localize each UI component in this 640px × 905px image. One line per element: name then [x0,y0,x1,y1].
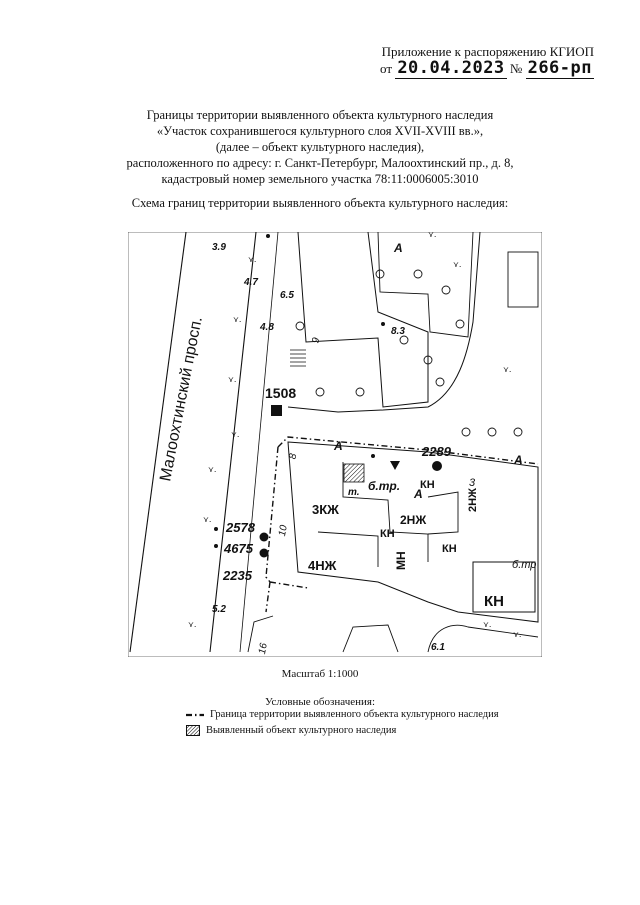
well-symbol [259,548,269,558]
label-a-4: А [413,487,423,501]
building-2nzh: 2НЖ [400,513,426,527]
building-kn-1: КН [420,479,435,491]
svg-text:⋎.: ⋎. [453,260,461,269]
elev-8-3: 8.3 [391,326,405,337]
label-2289: 2289 [421,444,452,459]
elev-4-8: 4.8 [259,322,274,333]
elev-3-9: 3.9 [212,242,226,253]
survey-point [214,527,218,531]
trees [295,269,523,437]
building-upper-left [297,232,429,408]
house-number-3: 3 [469,477,476,489]
building-4nzh: 4НЖ [308,558,337,573]
label-2235: 2235 [222,568,253,583]
grass-marks: ⋎. ⋎. ⋎. ⋎. ⋎. ⋎. ⋎. ⋎. ⋎. ⋎. ⋎. ⋎. [188,232,521,639]
title-line-3: (далее – объект культурного наследия), [215,140,425,154]
decree-date-number: от 20.04.2023 № 266-рп [380,58,594,79]
svg-text:⋎.: ⋎. [483,620,491,629]
svg-text:⋎.: ⋎. [513,630,521,639]
survey-point [371,454,375,458]
site-plan-map: Малоохтинский просп. ⋎.⋎.⋎. ⋎.⋎.⋎. ⋎.⋎.⋎… [128,232,542,657]
label-b-tr: б.тр. [368,479,400,493]
building-3kzh: 3КЖ [312,502,339,517]
elev-4-7: 4.7 [243,277,258,288]
cadastral-marker-1508 [271,405,282,416]
curb-bottom [247,615,539,653]
survey-point [214,544,218,548]
legend-item-object: Выявленный объект культурного наследия [186,725,396,736]
label-1508: 1508 [265,385,296,401]
building-far-right [507,251,539,308]
date-value: 20.04.2023 [395,58,507,79]
number-value: 266-рп [525,58,594,79]
street-edge-left [129,232,187,653]
svg-text:⋎.: ⋎. [228,375,236,384]
cultural-site-boundary [265,436,539,613]
building-mn: МН [394,551,408,570]
building-block-lower [287,441,539,623]
number-prefix: № [509,61,523,76]
triangle-symbol [390,461,400,470]
house-number-16: 16 [257,642,270,655]
svg-text:⋎.: ⋎. [208,465,216,474]
label-t: т. [348,487,360,498]
svg-text:⋎.: ⋎. [248,255,256,264]
building-kn-4: КН [484,593,504,610]
scheme-title: Схема границ территории выявленного объе… [131,196,509,210]
svg-text:⋎.: ⋎. [233,315,241,324]
building-kn-2: КН [380,528,395,540]
house-number-8: 8 [288,452,300,460]
label-a-1: А [393,241,403,255]
survey-point [381,322,385,326]
svg-text:⋎.: ⋎. [203,515,211,524]
title-line-4: расположенного по адресу: г. Санкт-Петер… [126,156,514,170]
svg-text:⋎.: ⋎. [188,620,196,629]
building-upper-right [377,232,474,338]
title-line-5: кадастровый номер земельного участка 78:… [161,172,479,186]
inner-wall-1 [317,462,459,567]
building-kn-3: КН [442,543,457,555]
svg-text:⋎.: ⋎. [231,430,239,439]
house-number-9: 9 [311,336,323,344]
svg-text:⋎.: ⋎. [428,232,436,239]
elev-6-1: 6.1 [431,642,445,653]
hatched-object-icon [186,725,200,736]
well-symbol [432,461,442,471]
stairs [290,349,306,367]
house-number-10: 10 [277,524,290,537]
svg-text:⋎.: ⋎. [503,365,511,374]
elev-5-2: 5.2 [212,604,226,615]
building-kn-right [472,561,536,613]
appendix-header: Приложение к распоряжению КГИОП [381,44,594,59]
building-2nzh-vertical: 2НЖ [467,488,479,512]
cultural-object-hatched [343,463,365,483]
legend-item-boundary: Граница территории выявленного объекта к… [186,709,499,720]
sidewalk-edge [239,232,279,653]
well-symbol [259,532,269,542]
label-2578: 2578 [225,520,256,535]
elev-6-5: 6.5 [280,290,294,301]
title-line-1: Границы территории выявленного объекта к… [146,108,494,122]
courtyard-curve [287,232,481,413]
legend-title: Условные обозначения: [264,696,376,708]
legend-item-object-label: Выявленный объект культурного наследия [206,725,397,736]
title-line-2: «Участок сохранившегося культурного слоя… [156,124,484,138]
label-b-tr-right: б.тр [512,559,536,571]
boundary-line-icon [186,713,204,716]
date-prefix: от [380,61,393,76]
map-scale: Масштаб 1:1000 [281,668,359,680]
survey-point [266,234,270,238]
legend-item-boundary-label: Граница территории выявленного объекта к… [210,709,499,720]
label-a-2: А [333,439,343,453]
street-edge-right [209,232,257,653]
label-4675: 4675 [223,541,254,556]
label-a-3: А [513,453,523,467]
